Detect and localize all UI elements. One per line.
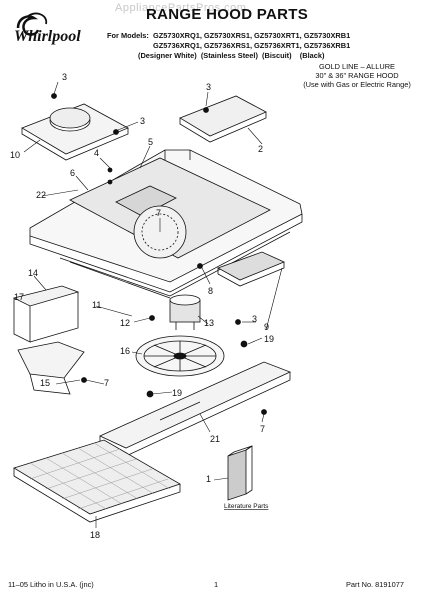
screw-glyphs — [51, 93, 267, 415]
callout-7: 7 — [156, 208, 161, 218]
callout-7: 7 — [104, 378, 109, 388]
footer-part-number: Part No. 8191077 — [346, 580, 404, 589]
callout-3: 3 — [252, 314, 257, 324]
grease-filter-part — [13, 439, 181, 523]
callout-10: 10 — [10, 150, 20, 160]
series-line-1: GOLD LINE – ALLURE — [319, 62, 395, 71]
callout-19: 19 — [172, 388, 182, 398]
callout-6: 6 — [70, 168, 75, 178]
callout-16: 16 — [120, 346, 130, 356]
light-bracket-part — [217, 251, 286, 287]
callout-9: 9 — [264, 322, 269, 332]
series-line-3: (Use with Gas or Electric Range) — [303, 80, 411, 89]
whirlpool-logo: Whirlpool — [14, 12, 81, 45]
callout-18: 18 — [90, 530, 100, 540]
fan-blade-part — [135, 335, 225, 377]
damper-bracket-part — [179, 95, 267, 143]
callout-5: 5 — [148, 137, 153, 147]
callout-8: 8 — [208, 286, 213, 296]
callout-13: 13 — [204, 318, 214, 328]
callout-22: 22 — [36, 190, 46, 200]
duct-part — [17, 341, 85, 395]
callout-14: 14 — [28, 268, 38, 278]
literature-parts-label: Literature Parts — [224, 503, 269, 510]
watermark-text: AppliancePartsPros.com — [115, 2, 247, 14]
leader-lines — [23, 81, 283, 528]
models-row-2: GZ5736XRQ1, GZ5736XRS1, GZ5736XRT1, GZ57… — [153, 41, 351, 50]
callout-4: 4 — [94, 148, 99, 158]
models-label: For Models: — [107, 31, 149, 40]
page-title: RANGE HOOD PARTS — [146, 6, 309, 23]
callout-3: 3 — [140, 116, 145, 126]
footer-litho-note: 11–05 Litho in U.S.A. (jnc) — [8, 580, 94, 589]
series-description: GOLD LINE – ALLURE 30" & 36" RANGE HOOD … — [282, 62, 432, 89]
duct-plate-part — [21, 103, 129, 161]
literature-booklet-part — [227, 445, 253, 501]
callout-19: 19 — [264, 334, 274, 344]
callout-17: 17 — [14, 292, 24, 302]
callout-3: 3 — [206, 82, 211, 92]
callout-2: 2 — [258, 144, 263, 154]
callout-1: 1 — [206, 474, 211, 484]
series-line-2: 30" & 36" RANGE HOOD — [315, 71, 399, 80]
callout-7: 7 — [260, 424, 265, 434]
filter-part — [12, 285, 80, 343]
footer-page-number: 1 — [214, 580, 219, 589]
models-row-1: GZ5730XRQ1, GZ5730XRS1, GZ5730XRT1, GZ57… — [153, 31, 351, 40]
model-colors: (Designer White) (Stainless Steel) (Bisc… — [138, 51, 325, 60]
hood-body-part — [29, 149, 303, 299]
front-panel-part — [99, 361, 292, 457]
callout-21: 21 — [210, 434, 220, 444]
callout-11: 11 — [92, 300, 101, 310]
callout-3: 3 — [62, 72, 67, 82]
motor-part — [169, 294, 201, 330]
callout-15: 15 — [40, 378, 50, 388]
callout-12: 12 — [120, 318, 130, 328]
brand-wordmark: Whirlpool — [14, 28, 81, 45]
